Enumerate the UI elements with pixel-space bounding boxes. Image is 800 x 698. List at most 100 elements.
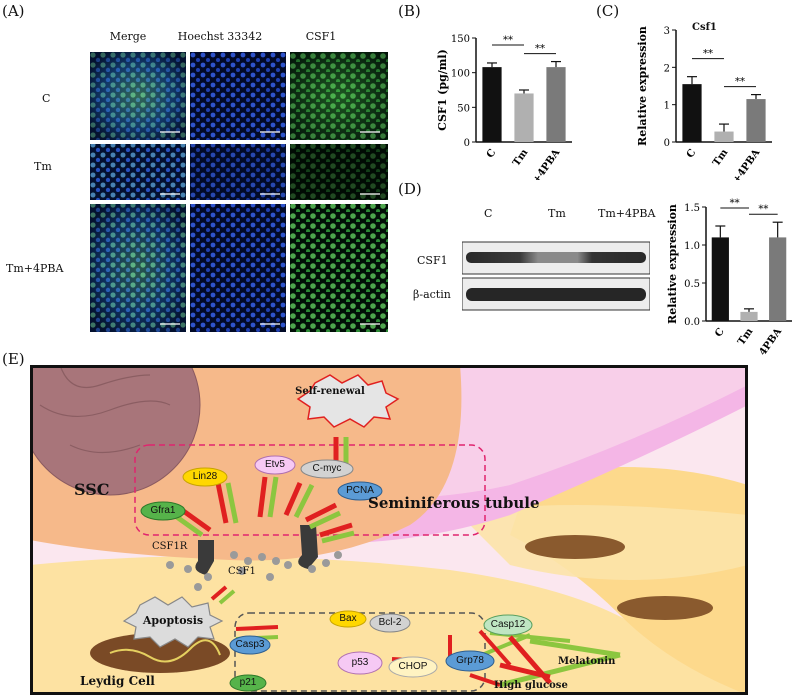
- node-grp78: Grp78: [456, 655, 484, 666]
- image-hoechst-tm4pba: [190, 204, 286, 332]
- significance-marker: **: [758, 204, 768, 215]
- csf1-ligands: [166, 551, 342, 591]
- label-high-glucose: High glucose: [494, 680, 568, 691]
- ssc-nodes: [140, 455, 383, 521]
- chart-c-title: Csf1: [692, 22, 717, 33]
- y-tick-label: 3: [664, 26, 670, 37]
- ssc-arrows: [172, 437, 355, 544]
- node-cmyc: C-myc: [312, 463, 342, 474]
- csf1r-receptor-right: [298, 525, 318, 569]
- row-label-tm: Tm: [34, 160, 52, 173]
- blot-lane-tm: Tm: [548, 207, 566, 220]
- label-seminiferous-tubule: Seminiferous tubule: [368, 494, 540, 512]
- y-tick-label: 1.0: [684, 241, 700, 252]
- image-csf1-c: [290, 52, 388, 140]
- apoptosis-burst: [122, 596, 224, 648]
- y-tick-label: 0: [664, 138, 670, 149]
- label-apoptosis: Apoptosis: [142, 614, 204, 627]
- bar: [546, 67, 566, 142]
- panel-label-e: (E): [2, 350, 25, 368]
- label-csf1r: CSF1R: [152, 541, 188, 552]
- y-axis-label: Relative expression: [666, 204, 679, 324]
- band-bactin: [466, 288, 646, 301]
- significance-marker: **: [535, 44, 545, 55]
- diagram-frame: [30, 365, 748, 695]
- self-renewal-burst: [296, 374, 400, 428]
- y-tick-label: 100: [451, 69, 470, 80]
- image-merge-c: [90, 52, 186, 140]
- western-blot: [462, 241, 650, 311]
- image-merge-tm4pba: [90, 204, 186, 332]
- significance-marker: **: [735, 77, 745, 88]
- y-tick-label: 0.5: [684, 279, 700, 290]
- y-tick-label: 2: [664, 63, 670, 74]
- y-tick-label: 1: [664, 101, 670, 112]
- blot-lane-c: C: [484, 207, 493, 220]
- x-tick-label: Tm: [511, 147, 531, 168]
- image-csf1-tm: [290, 144, 388, 200]
- significance-marker: **: [703, 49, 713, 60]
- scale-bars: [160, 131, 380, 325]
- ssc-nucleus: [30, 365, 200, 495]
- y-tick-label: 50: [457, 103, 470, 114]
- panel-label-b: (B): [398, 2, 421, 20]
- y-axis-label: CSF1 (pg/ml): [436, 49, 449, 131]
- x-tick-label: C: [485, 147, 499, 160]
- row-label-tm4pba: Tm+4PBA: [6, 262, 64, 275]
- image-hoechst-c: [190, 52, 286, 140]
- csf1r-receptor-left: [195, 540, 214, 575]
- image-merge-tm: [90, 144, 186, 200]
- column-header-csf1: CSF1: [305, 30, 337, 43]
- node-etv5: Etv5: [264, 459, 285, 470]
- stimulus-lines: [499, 635, 621, 688]
- ssc-pathway-box: [134, 444, 486, 536]
- panel-label-d: (D): [398, 180, 422, 198]
- node-lin28: Lin28: [192, 471, 218, 482]
- blot-label-bactin: β-actin: [413, 288, 451, 301]
- node-chop: CHOP: [398, 661, 428, 672]
- label-self-renewal: Self-renewal: [295, 386, 365, 397]
- node-gfra1: Gfra1: [150, 505, 176, 516]
- panel-label-c: (C): [596, 2, 620, 20]
- y-tick-label: 0.0: [684, 317, 700, 328]
- x-tick-label: Tm: [711, 147, 731, 168]
- leydig-nucleus-2: [617, 596, 713, 620]
- leydig-nucleus-main: [90, 633, 230, 673]
- node-pcna: PCNA: [346, 485, 374, 496]
- leydig-nodes: [229, 610, 533, 692]
- row-label-c: C: [42, 92, 51, 105]
- column-header-merge: Merge: [109, 30, 147, 43]
- image-csf1-tm4pba: [290, 204, 388, 332]
- significance-marker: **: [730, 198, 740, 209]
- pathway-diagram: [30, 365, 748, 695]
- y-tick-label: 1.5: [684, 203, 700, 214]
- bar: [682, 84, 702, 142]
- leydig-nucleus-1: [525, 535, 625, 559]
- bar: [711, 237, 729, 321]
- node-p53: p53: [351, 657, 369, 668]
- bar: [482, 67, 502, 142]
- significance-marker: **: [503, 35, 513, 46]
- image-hoechst-tm: [190, 144, 286, 200]
- x-tick-label: C: [713, 326, 727, 339]
- node-p21: p21: [239, 677, 257, 688]
- y-tick-label: 150: [451, 34, 470, 45]
- label-melatonin: Melatonin: [558, 656, 616, 667]
- blot-lane-tm4pba: Tm+4PBA: [598, 207, 656, 220]
- label-ssc: SSC: [74, 480, 110, 499]
- label-csf1: CSF1: [228, 566, 256, 577]
- x-tick-label: Tm: [736, 326, 756, 347]
- column-header-hoechst: Hoechst 33342: [177, 30, 263, 43]
- bar: [746, 99, 766, 142]
- bar: [514, 93, 534, 142]
- node-bcl2: Bcl-2: [378, 617, 402, 628]
- label-leydig-cell: Leydig Cell: [80, 674, 155, 688]
- microscopy-grid: [90, 52, 388, 332]
- bar: [714, 131, 734, 142]
- node-bax: Bax: [339, 613, 357, 624]
- y-tick-label: 0: [464, 138, 470, 149]
- bar: [769, 237, 787, 321]
